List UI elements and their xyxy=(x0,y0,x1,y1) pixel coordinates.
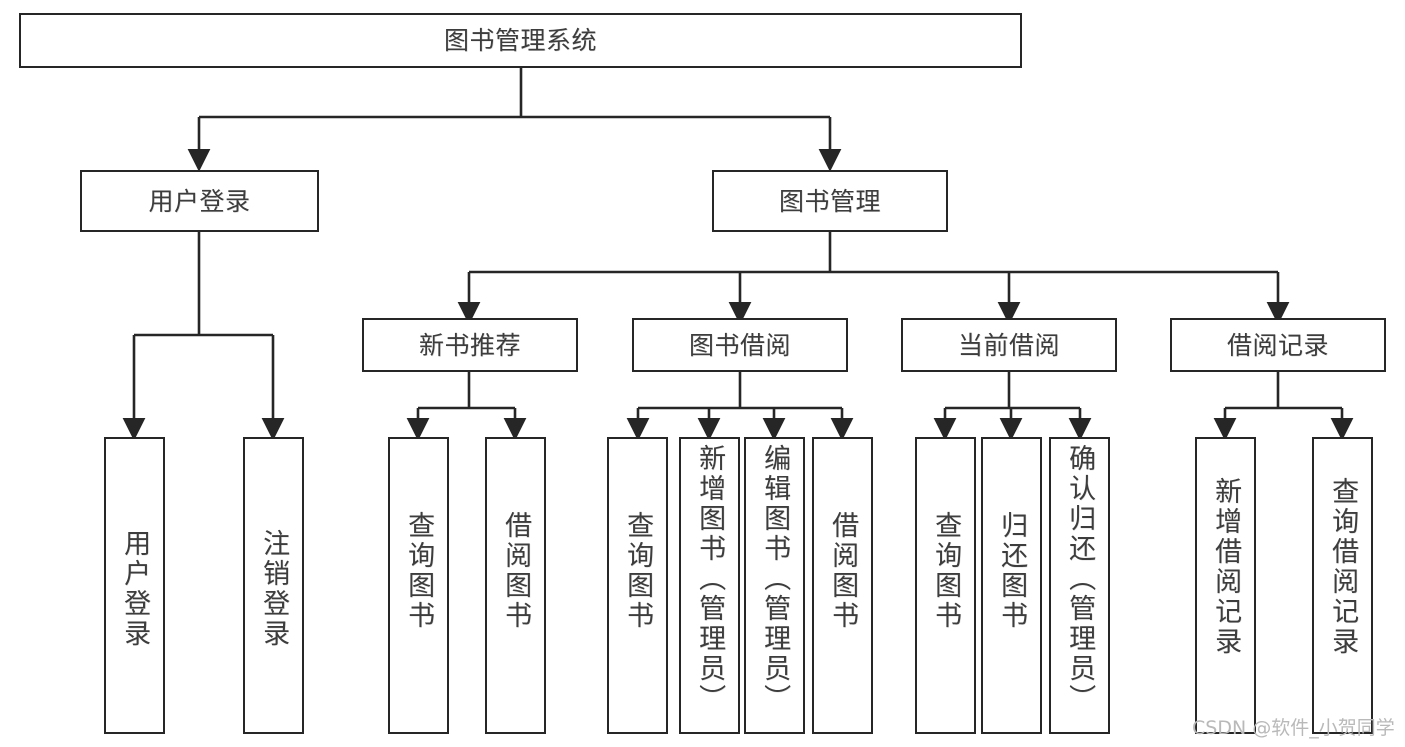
node-label: 查询图书 xyxy=(622,511,654,631)
node-label: 新增图书（管理员） xyxy=(694,444,726,714)
node-label: 新增借阅记录 xyxy=(1210,477,1242,657)
node-label: 借阅记录 xyxy=(1226,330,1329,360)
node-label: 新书推荐 xyxy=(418,330,521,360)
node-current-borrow[interactable]: 当前借阅 xyxy=(901,318,1117,372)
node-user-login[interactable]: 用户登录 xyxy=(80,170,319,232)
leaf-current-borrow-query-book[interactable]: 查询图书 xyxy=(915,437,976,734)
node-book-borrow[interactable]: 图书借阅 xyxy=(632,318,848,372)
leaf-new-book-borrow-book[interactable]: 借阅图书 xyxy=(485,437,546,734)
node-label: 图书管理 xyxy=(778,186,881,216)
leaf-book-borrow-add-book-admin[interactable]: 新增图书（管理员） xyxy=(679,437,740,734)
node-label: 确认归还（管理员） xyxy=(1064,444,1096,714)
node-label: 归还图书 xyxy=(996,511,1028,631)
leaf-new-book-query-book[interactable]: 查询图书 xyxy=(388,437,449,734)
node-label: 借阅图书 xyxy=(827,511,859,631)
leaf-borrow-record-add-record[interactable]: 新增借阅记录 xyxy=(1195,437,1256,734)
node-label: 图书管理系统 xyxy=(443,26,597,55)
node-label: 图书借阅 xyxy=(688,330,791,360)
leaf-book-borrow-query-book[interactable]: 查询图书 xyxy=(607,437,668,734)
node-label: 当前借阅 xyxy=(957,330,1060,360)
node-label: 查询图书 xyxy=(403,511,435,631)
node-label: 查询借阅记录 xyxy=(1327,477,1359,657)
node-root-book-management-system[interactable]: 图书管理系统 xyxy=(19,13,1022,68)
node-label: 注销登录 xyxy=(258,529,290,649)
leaf-current-borrow-return-book[interactable]: 归还图书 xyxy=(981,437,1042,734)
leaf-current-borrow-confirm-return-admin[interactable]: 确认归还（管理员） xyxy=(1049,437,1110,734)
node-book-management[interactable]: 图书管理 xyxy=(712,170,948,232)
node-label: 用户登录 xyxy=(119,529,151,649)
leaf-user-login-login[interactable]: 用户登录 xyxy=(104,437,165,734)
node-label: 借阅图书 xyxy=(500,511,532,631)
leaf-book-borrow-borrow-book[interactable]: 借阅图书 xyxy=(812,437,873,734)
node-label: 用户登录 xyxy=(148,186,251,216)
node-new-book-recommend[interactable]: 新书推荐 xyxy=(362,318,578,372)
node-label: 编辑图书（管理员） xyxy=(759,444,791,714)
leaf-borrow-record-query-record[interactable]: 查询借阅记录 xyxy=(1312,437,1373,734)
node-borrow-record[interactable]: 借阅记录 xyxy=(1170,318,1386,372)
csdn-watermark: CSDN @软件_小贺同学 xyxy=(1192,717,1395,739)
leaf-user-login-logout[interactable]: 注销登录 xyxy=(243,437,304,734)
leaf-book-borrow-edit-book-admin[interactable]: 编辑图书（管理员） xyxy=(744,437,805,734)
node-label: 查询图书 xyxy=(930,511,962,631)
